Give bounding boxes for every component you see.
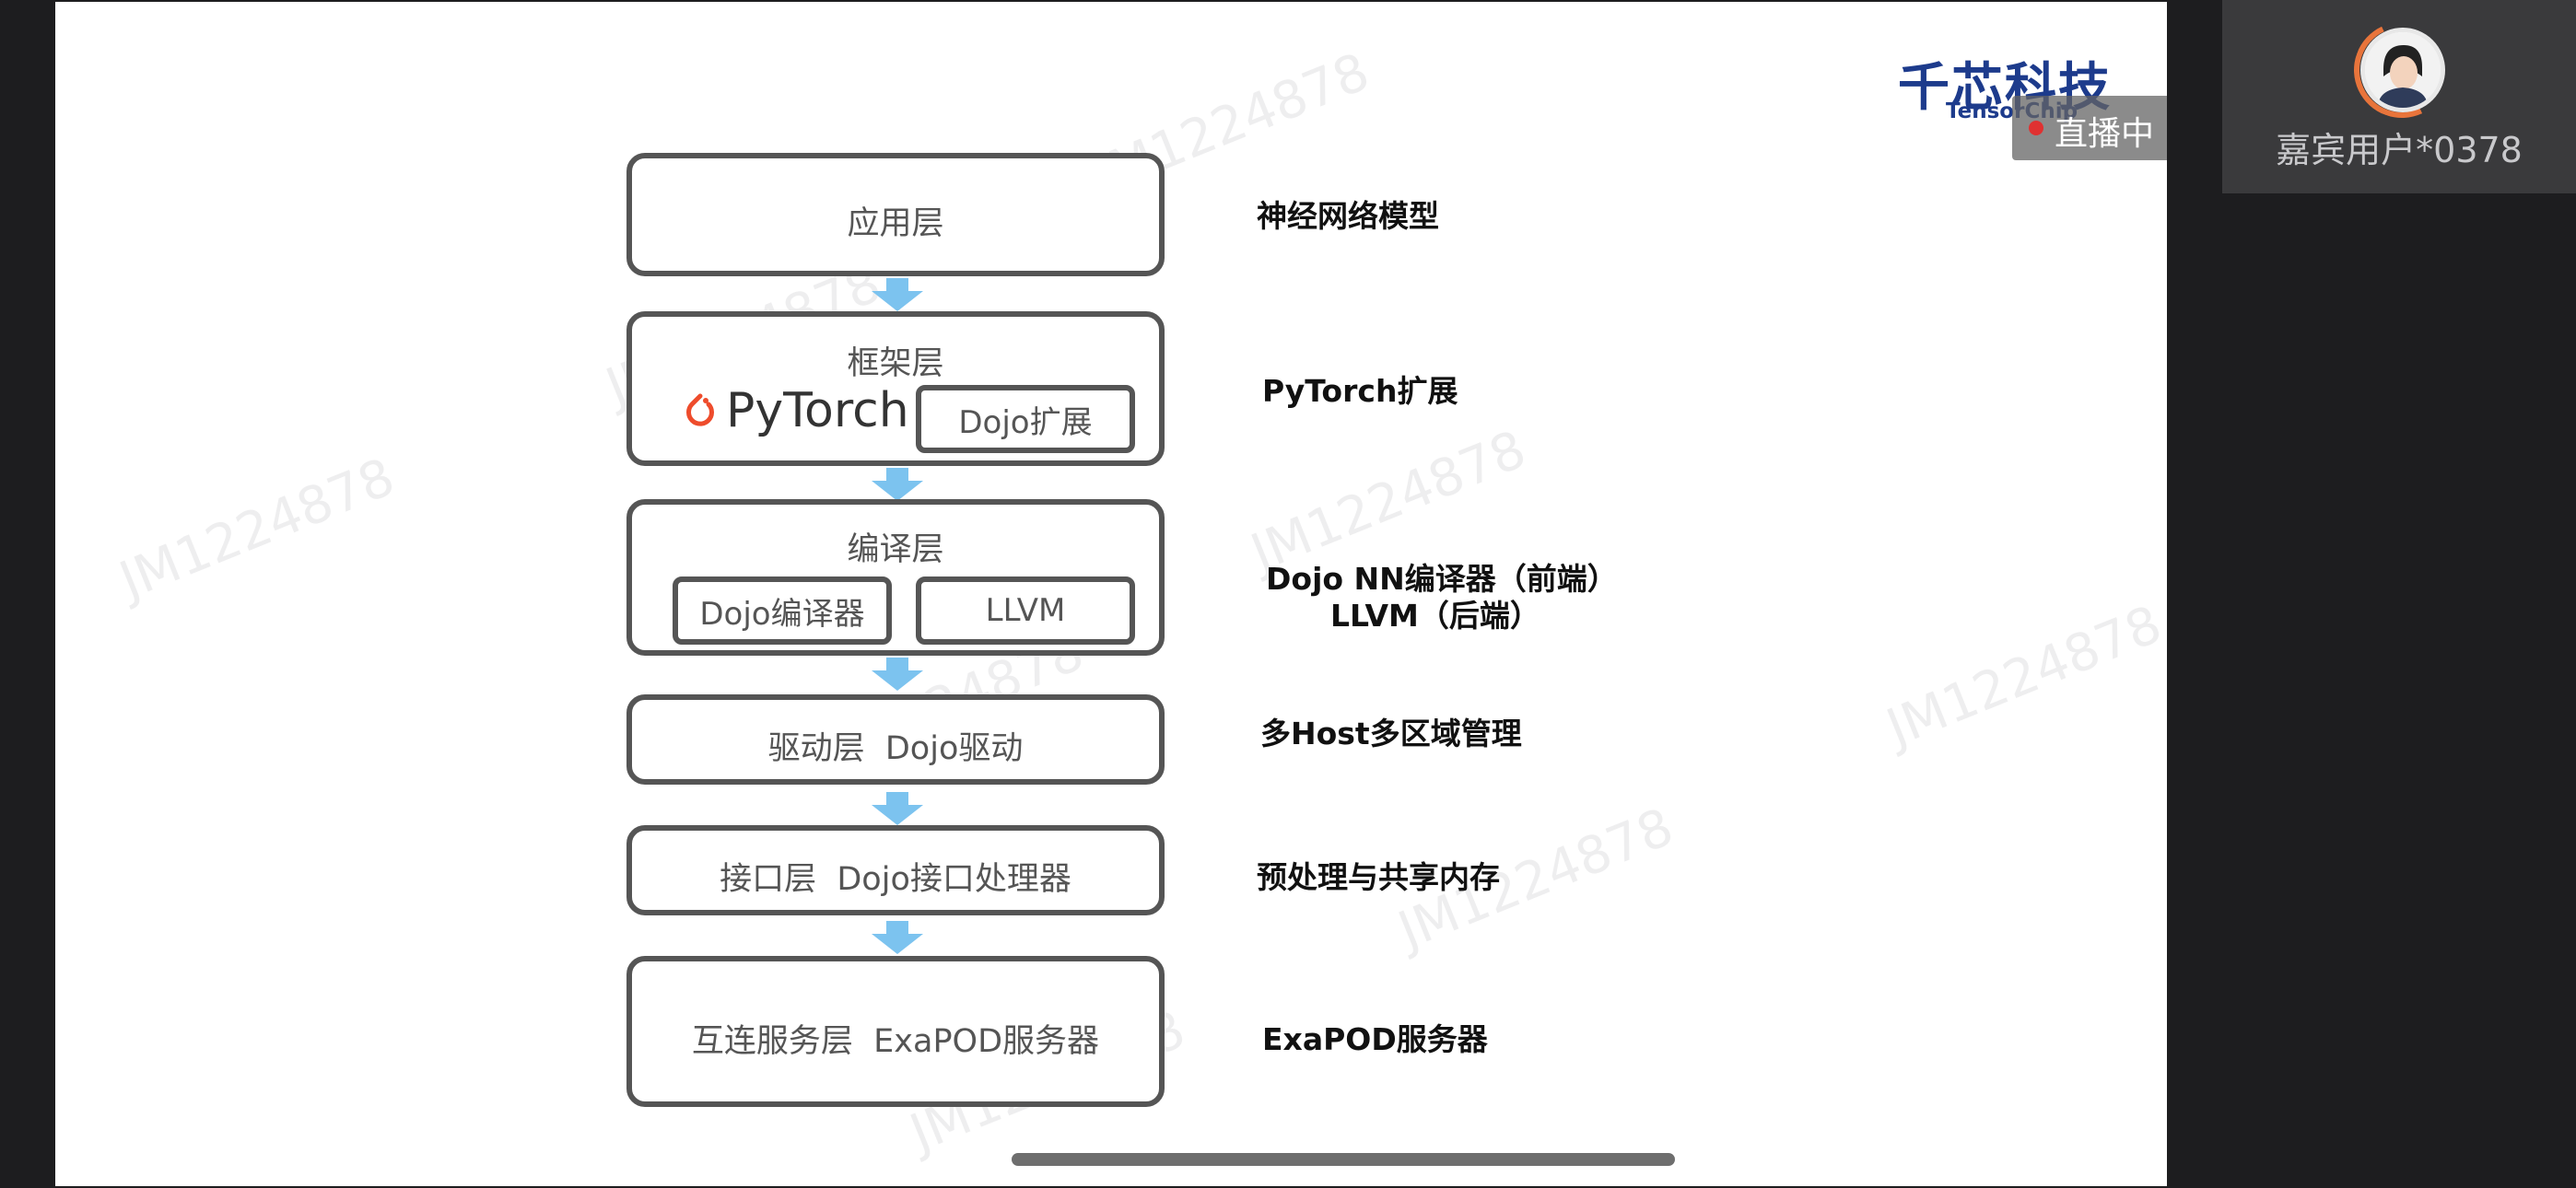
down-arrow-icon — [872, 278, 923, 311]
pytorch-logo: PyTorch — [684, 383, 909, 438]
down-arrow-icon — [872, 921, 923, 954]
driver-layer-box: 驱动层 Dojo驱动 — [626, 694, 1165, 785]
guest-video-tile[interactable]: 嘉宾用户*0378 — [2222, 0, 2576, 193]
framework-layer-label: 框架层 — [847, 345, 944, 382]
interface-layer-label: 接口层 Dojo接口处理器 — [720, 861, 1071, 898]
app-description: 神经网络模型 — [1257, 198, 1439, 234]
watermark: JM1224878 — [111, 447, 403, 611]
guest-avatar — [2360, 28, 2445, 112]
guest-name: 嘉宾用户*0378 — [2276, 130, 2523, 170]
llvm-box: LLVM — [916, 577, 1135, 645]
compiler-layer-label: 编译层 — [847, 531, 944, 568]
participant-panel: 嘉宾用户*0378 — [2222, 0, 2576, 1188]
down-arrow-icon — [872, 658, 923, 691]
framework-description: PyTorch扩展 — [1262, 373, 1458, 409]
pytorch-flame-icon — [686, 393, 714, 426]
live-status-label: 直播中 — [2055, 115, 2155, 153]
interconnect-description: ExaPOD服务器 — [1262, 1021, 1488, 1057]
interconnect-layer-label: 互连服务层 ExaPOD服务器 — [691, 1023, 1100, 1060]
down-arrow-icon — [872, 792, 923, 825]
watermark: JM1224878 — [1879, 594, 2167, 759]
horizontal-scrollbar[interactable] — [1012, 1153, 1675, 1166]
app-layer-box: 应用层 — [626, 153, 1165, 276]
interface-layer-box: 接口层 Dojo接口处理器 — [626, 825, 1165, 915]
driver-layer-label: 驱动层 Dojo驱动 — [767, 730, 1024, 767]
driver-description: 多Host多区域管理 — [1260, 716, 1522, 751]
live-status-badge: 直播中 — [2012, 96, 2167, 160]
dojo-extension-box: Dojo扩展 — [916, 385, 1135, 453]
compiler-layer-box: 编译层 Dojo编译器 LLVM — [626, 499, 1165, 656]
presentation-slide: JM1224878 JM1224878 JM1224878 JM1224878 … — [55, 2, 2167, 1186]
framework-layer-box: 框架层 PyTorch Dojo扩展 — [626, 311, 1165, 466]
compiler-description-frontend: Dojo NN编译器（前端） — [1266, 561, 1618, 597]
dojo-compiler-box: Dojo编译器 — [673, 577, 892, 645]
compiler-description-backend: LLVM（后端） — [1330, 598, 1540, 634]
interface-description: 预处理与共享内存 — [1257, 859, 1500, 895]
interconnect-layer-box: 互连服务层 ExaPOD服务器 — [626, 956, 1165, 1107]
user-avatar-icon — [2365, 32, 2441, 108]
pytorch-wordmark: PyTorch — [726, 383, 909, 438]
down-arrow-icon — [872, 468, 923, 501]
app-layer-label: 应用层 — [847, 205, 944, 242]
live-dot-icon — [2029, 121, 2043, 135]
